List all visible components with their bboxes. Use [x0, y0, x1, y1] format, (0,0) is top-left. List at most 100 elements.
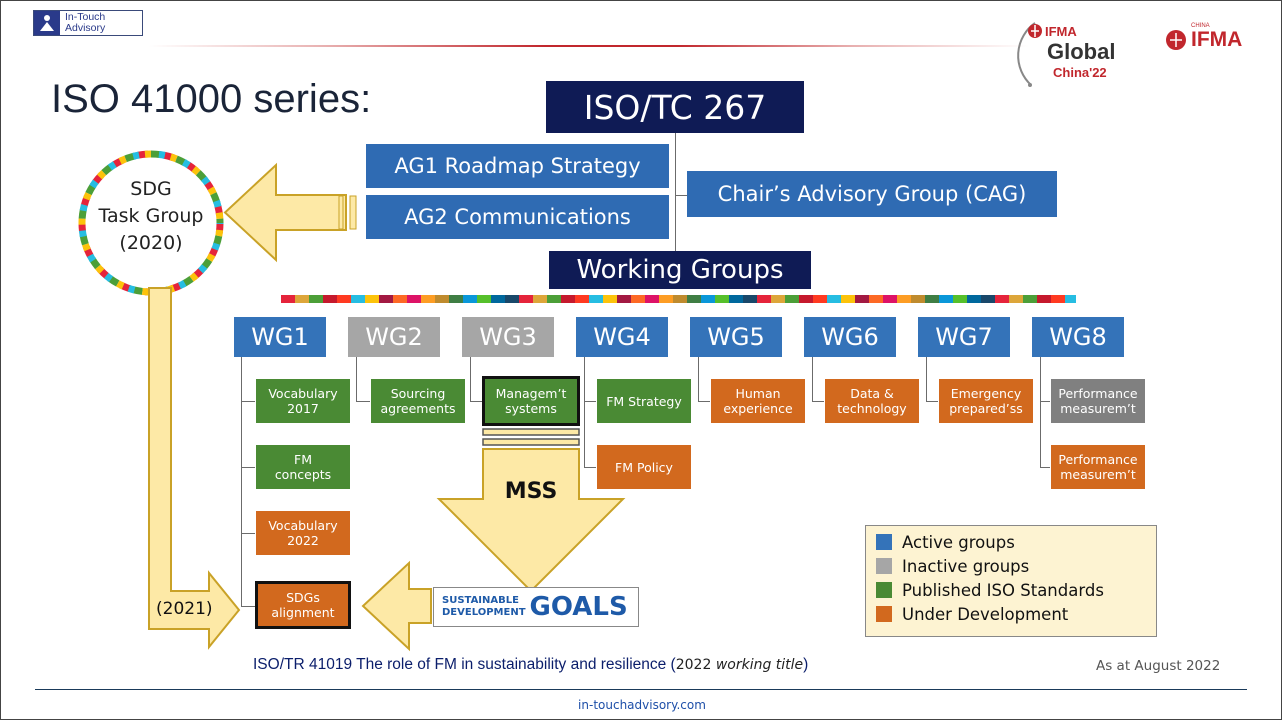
in-touch-logo: In-Touch Advisory	[33, 10, 143, 36]
ifma-global-sub: China'22	[1053, 65, 1107, 80]
doc-emergency-preparedness: Emergency prepared’ss	[938, 378, 1034, 424]
wg5-branch	[698, 401, 710, 402]
left-arrow-to-sdg-icon	[223, 162, 357, 263]
wg4-line	[584, 357, 585, 467]
ifma-global-logo: IFMA Global China'22	[1005, 13, 1145, 93]
wg2-header: WG2	[348, 317, 440, 357]
sdg-logo-goals: GOALS	[529, 592, 628, 622]
wg6-line	[812, 357, 813, 402]
down-right-arrow-icon	[148, 287, 241, 650]
wg4-branch-2	[584, 467, 596, 468]
legend-item-published: Published ISO Standards	[876, 578, 1146, 602]
ag1-box: AG1 Roadmap Strategy	[366, 144, 669, 188]
doc-performance-measurement-2: Performance measurem’t	[1050, 444, 1146, 490]
ifma-global-arc-icon	[1017, 22, 1042, 87]
legend-item-inactive: Inactive groups	[876, 554, 1146, 578]
mss-label: MSS	[504, 479, 558, 504]
wg6-branch	[812, 401, 824, 402]
sdg-color-bar	[281, 295, 1076, 303]
wg1-branch-1	[241, 401, 255, 402]
tr-close: )	[803, 656, 809, 673]
working-groups-box: Working Groups	[549, 251, 811, 289]
doc-performance-measurement-1: Performance measurem’t	[1050, 378, 1146, 424]
doc-sourcing-agreements: Sourcing agreements	[370, 378, 466, 424]
wg7-branch	[926, 401, 938, 402]
wg1-branch-4	[241, 606, 255, 607]
wg3-line	[470, 357, 471, 402]
ifma-global-small: IFMA	[1045, 24, 1077, 39]
wg6-header: WG6	[804, 317, 896, 357]
sdg-ring-icon	[78, 150, 224, 296]
doc-sdgs-alignment: SDGs alignment	[255, 581, 351, 629]
sdg-goals-logo: SUSTAINABLE DEVELOPMENT GOALS	[433, 587, 639, 627]
sdg-circle-line2: Task Group	[98, 205, 204, 227]
wg7-line	[926, 357, 927, 402]
person-icon	[34, 11, 60, 35]
wg8-line	[1040, 357, 1041, 467]
wg3-branch	[470, 401, 482, 402]
doc-vocabulary-2017: Vocabulary 2017	[255, 378, 351, 424]
footer-url[interactable]: in-touchadvisory.com	[578, 698, 706, 712]
footer-divider	[35, 689, 1247, 690]
left-arrow-to-sdgs-alignment-icon	[361, 560, 432, 652]
wg4-header: WG4	[576, 317, 668, 357]
cag-box: Chair’s Advisory Group (CAG)	[687, 171, 1057, 217]
wg8-branch-2	[1040, 467, 1050, 468]
cag-connector	[675, 195, 687, 196]
logo-text-line1: In-Touch	[65, 11, 106, 23]
wg5-header: WG5	[690, 317, 782, 357]
tr-footnote: ISO/TR 41019 The role of FM in sustainab…	[253, 656, 1013, 674]
as-at-date: As at August 2022	[1096, 658, 1221, 674]
sdg-circle-line3: (2020)	[119, 232, 183, 254]
legend-label-development: Under Development	[902, 604, 1069, 624]
sdg-task-group-circle: SDG Task Group (2020)	[76, 148, 226, 298]
wg3-header: WG3	[462, 317, 554, 357]
wg1-line	[241, 357, 242, 607]
wg5-line	[698, 357, 699, 402]
doc-fm-concepts: FM concepts	[255, 444, 351, 490]
wg2-branch	[356, 401, 370, 402]
sdg-logo-line2: DEVELOPMENT	[442, 607, 526, 618]
legend-swatch-development	[876, 606, 892, 622]
sdg-circle-line1: SDG	[130, 178, 172, 200]
wg2-line	[356, 357, 357, 402]
ifma-china-small: CHINA	[1191, 23, 1210, 29]
ag2-box: AG2 Communications	[366, 195, 669, 239]
doc-vocabulary-2022: Vocabulary 2022	[255, 510, 351, 556]
tr-main: ISO/TR 41019 The role of FM in sustainab…	[253, 656, 676, 673]
ifma-china-logo: CHINA IFMA	[1165, 23, 1265, 63]
tc-connector	[675, 133, 676, 251]
wg1-header: WG1	[234, 317, 326, 357]
header-rule	[149, 45, 1029, 47]
wg1-branch-2	[241, 467, 255, 468]
legend-swatch-inactive	[876, 558, 892, 574]
ifma-china-big: IFMA	[1191, 28, 1243, 51]
legend: Active groups Inactive groups Published …	[865, 525, 1157, 637]
legend-label-inactive: Inactive groups	[902, 556, 1030, 576]
doc-fm-strategy: FM Strategy	[596, 378, 692, 424]
legend-label-active: Active groups	[902, 532, 1015, 552]
wg8-header: WG8	[1032, 317, 1124, 357]
tc-box: ISO/TC 267	[546, 81, 804, 133]
legend-label-published: Published ISO Standards	[902, 580, 1104, 600]
logo-text-line2: Advisory	[65, 22, 106, 34]
legend-item-active: Active groups	[876, 530, 1146, 554]
ifma-global-big: Global	[1047, 39, 1116, 64]
wg4-branch-1	[584, 401, 596, 402]
legend-item-development: Under Development	[876, 602, 1146, 626]
tr-year: 2022	[675, 657, 716, 673]
wg7-header: WG7	[918, 317, 1010, 357]
wg1-branch-3	[241, 533, 255, 534]
tr-italic: working title	[715, 657, 804, 673]
doc-human-experience: Human experience	[710, 378, 806, 424]
legend-swatch-active	[876, 534, 892, 550]
doc-fm-policy: FM Policy	[596, 444, 692, 490]
wg8-branch-1	[1040, 401, 1050, 402]
doc-data-technology: Data & technology	[824, 378, 920, 424]
year-2021-label: (2021)	[156, 599, 213, 619]
sdg-logo-line1: SUSTAINABLE	[442, 595, 519, 606]
ifma-globe-icon	[1166, 30, 1186, 50]
legend-swatch-published	[876, 582, 892, 598]
